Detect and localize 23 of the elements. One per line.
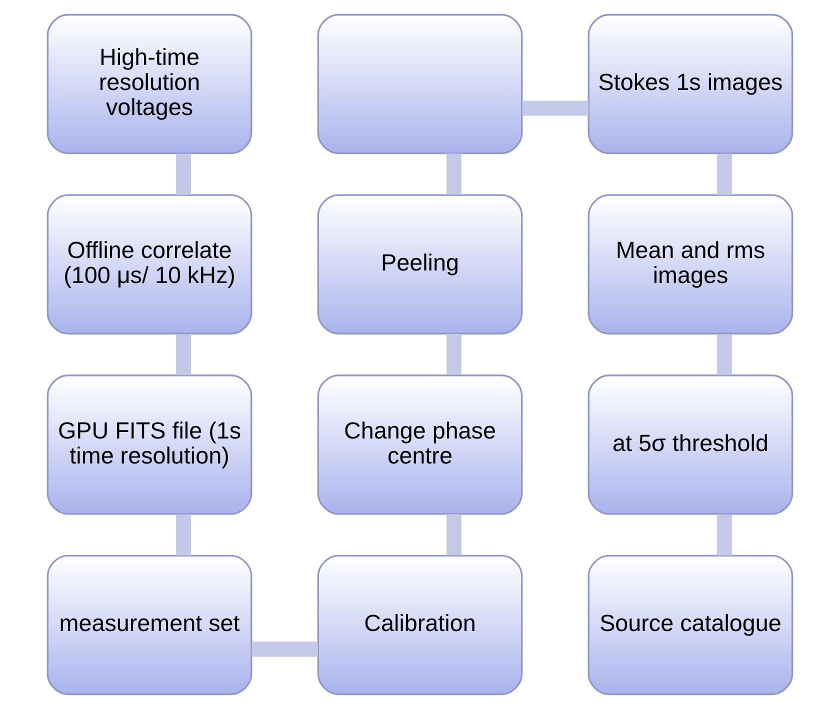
connector [175,514,190,556]
node-box: Source catalogue [587,554,793,696]
connector [446,154,461,195]
connector [716,154,732,195]
node-box: Peeling [316,194,522,334]
connector [175,154,190,195]
node-box [316,14,522,154]
node-box: at 5σ threshold [587,374,793,515]
node-box: GPU FITS file (1s time resolution) [46,374,252,515]
connector [716,514,732,556]
node-box: High-time resolution voltages [46,14,252,154]
node-box: Stokes 1s images [587,14,793,154]
connector [175,334,190,376]
connector [716,334,732,376]
node-box: Mean and rms images [587,194,793,334]
node-box: Offline correlate (100 μs/ 10 kHz) [46,194,252,334]
node-box: measurement set [46,554,252,696]
node-box: Change phase centre [316,374,522,515]
connector [446,334,461,375]
connector [251,642,318,657]
connector [446,514,461,556]
node-box: Calibration [316,554,522,696]
connector [522,100,588,116]
